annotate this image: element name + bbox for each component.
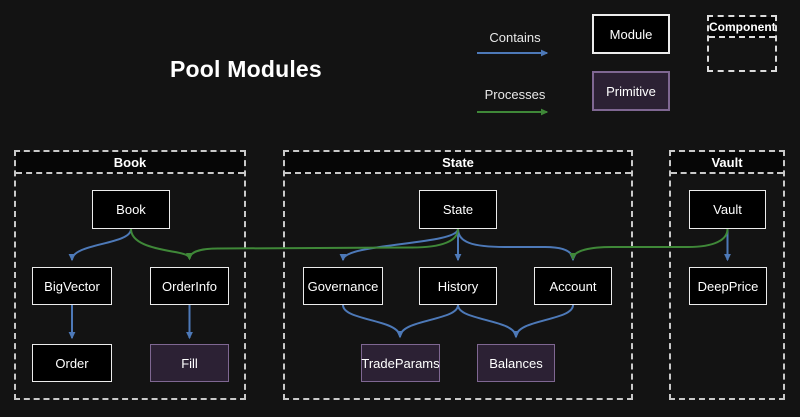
node-book: Book [92,190,170,229]
node-balances: Balances [477,344,555,382]
node-governance: Governance [303,267,383,305]
node-state: State [419,190,497,229]
legend-primitive-label: Primitive [606,83,656,99]
legend-component-label: Component [709,17,776,38]
legend-primitive-box: Primitive [592,71,670,111]
container-state: State [283,150,633,400]
container-book-title: Book [16,152,244,174]
container-state-title: State [285,152,631,174]
container-book: Book [14,150,246,400]
legend-module-box: Module [592,14,670,54]
node-orderinfo: OrderInfo [150,267,229,305]
container-vault-title: Vault [671,152,783,174]
node-fill: Fill [150,344,229,382]
legend-component-box: Component [707,15,777,72]
node-bigvector: BigVector [32,267,112,305]
legend-processes-label: Processes [484,87,546,102]
legend-module-label: Module [609,26,653,42]
node-order: Order [32,344,112,382]
node-history: History [419,267,497,305]
node-account: Account [534,267,612,305]
node-deepprice: DeepPrice [689,267,767,305]
container-vault: Vault [669,150,785,400]
page-title: Pool Modules [170,56,322,82]
node-tradeparams: TradeParams [361,344,440,382]
legend-contains-label: Contains [489,30,541,45]
node-vault: Vault [689,190,766,229]
